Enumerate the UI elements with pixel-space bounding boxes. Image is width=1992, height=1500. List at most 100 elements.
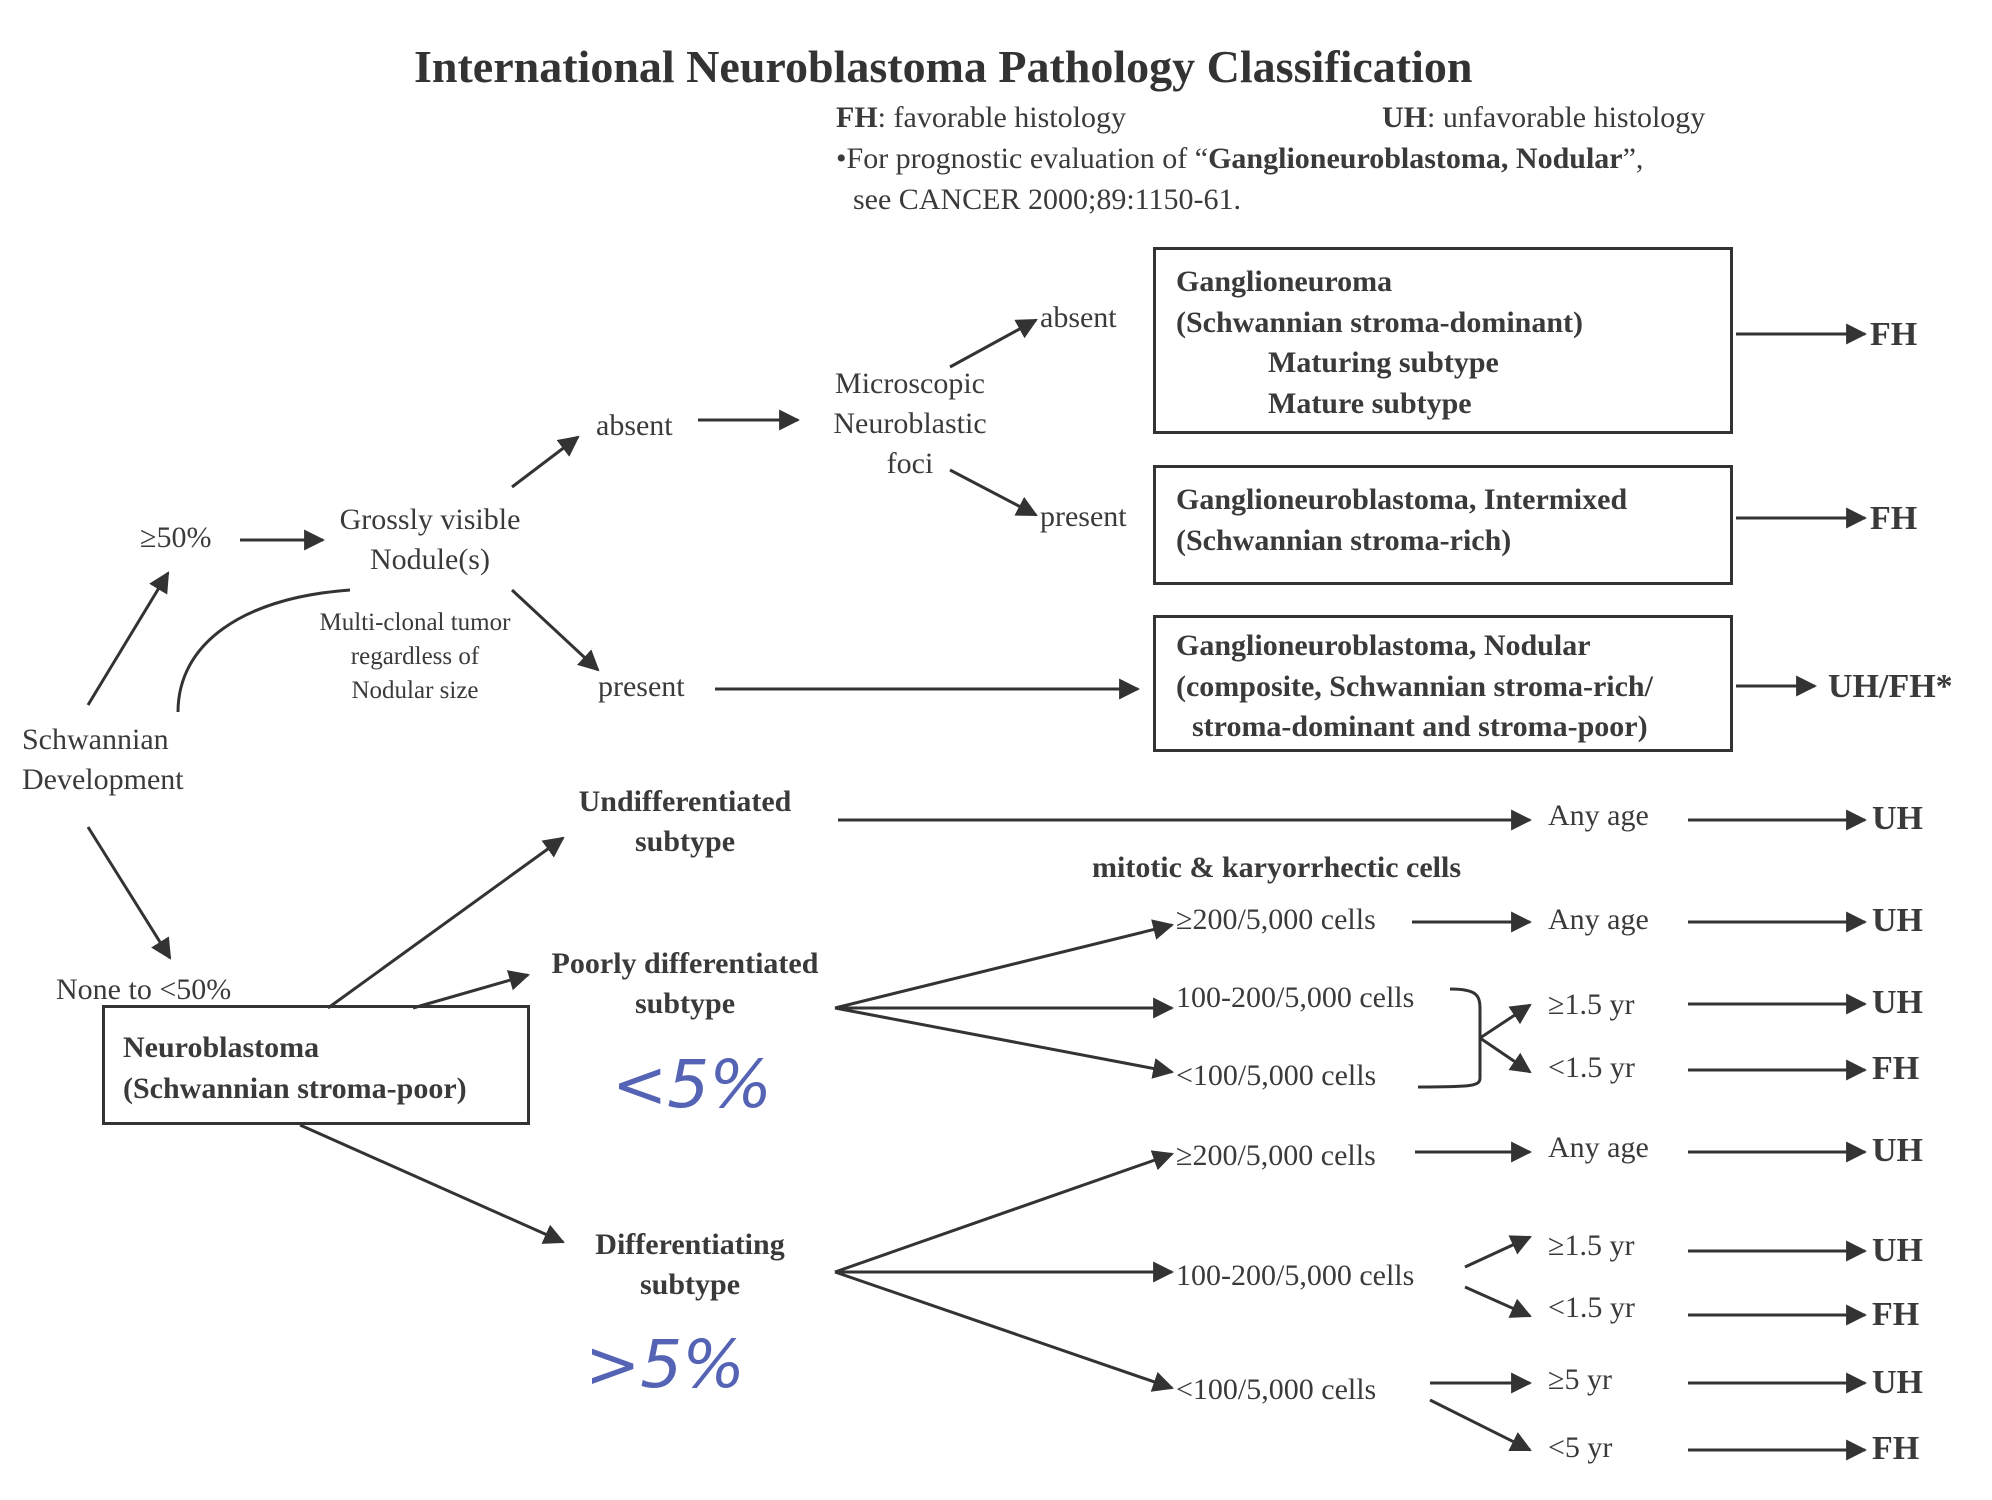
arrow-bracket-to-lt15 — [1479, 1036, 1532, 1074]
gnbn-line3: stroma-dominant and stroma-poor) — [1192, 710, 1648, 743]
box-gnb-intermixed: Ganglioneuroblastoma, Intermixed (Schwan… — [1153, 465, 1733, 585]
arrow-nb-to-undiff — [327, 836, 565, 1010]
undiff-result: UH — [1872, 800, 1923, 837]
gnbi-line2: (Schwannian stroma-rich) — [1176, 523, 1512, 557]
diff-age-low-lt: <5 yr — [1548, 1431, 1613, 1464]
diff-result-low-ge: UH — [1872, 1364, 1923, 1401]
poor-mkc-mid: 100-200/5,000 cells — [1176, 981, 1415, 1014]
micro-line2: Neuroblastic — [833, 407, 987, 440]
poor-line1: Poorly differentiated — [551, 947, 819, 980]
arrow-diff-to-high — [834, 1150, 1174, 1274]
diff-age-mid-ge: ≥1.5 yr — [1548, 1229, 1635, 1262]
arrow-diff-to-low — [834, 1270, 1174, 1392]
nodule-absent-label: absent — [596, 409, 673, 442]
nb-line2: (Schwannian stroma-poor) — [123, 1071, 467, 1105]
legend-note-suffix: ”, — [1622, 142, 1644, 175]
poor-result-ge: UH — [1872, 984, 1923, 1021]
micro-present-label: present — [1040, 500, 1127, 533]
undiff-age: Any age — [1548, 799, 1649, 832]
poor-age-high: Any age — [1548, 903, 1649, 936]
mitotic-header: mitotic & karyorrhectic cells — [1092, 851, 1462, 884]
multiclonal-curve — [176, 588, 351, 713]
legend-note-line2: see CANCER 2000;89:1150-61. — [853, 183, 1242, 216]
handwritten-note-diff: >5% — [585, 1326, 746, 1403]
box-neuroblastoma: Neuroblastoma (Schwannian stroma-poor) — [102, 1005, 530, 1125]
diff-result-mid-lt: FH — [1872, 1296, 1920, 1333]
root-line1: Schwannian — [22, 723, 169, 756]
arrow-micro-to-present — [949, 468, 1038, 517]
box-ganglioneuroma: Ganglioneuroma (Schwannian stroma-domina… — [1153, 247, 1733, 434]
legend-fh-abbr: FH — [836, 101, 878, 134]
diff-result-mid-ge: UH — [1872, 1232, 1923, 1269]
lt50-label: None to <50% — [56, 973, 232, 1006]
poor-mkc-low: <100/5,000 cells — [1176, 1059, 1377, 1092]
diff-age-high: Any age — [1548, 1131, 1649, 1164]
diff-mkc-mid: 100-200/5,000 cells — [1176, 1259, 1415, 1292]
arrow-root-to-ge50 — [86, 571, 170, 706]
gnbn-line2: (composite, Schwannian stroma-rich/ — [1176, 669, 1653, 703]
handwritten-note-poor: <5% — [612, 1046, 773, 1123]
gn-line1: Ganglioneuroma — [1176, 265, 1393, 298]
diff-line1: Differentiating — [595, 1228, 785, 1261]
poor-age-lt: <1.5 yr — [1548, 1051, 1635, 1084]
legend-uh-text: : unfavorable histology — [1427, 101, 1706, 134]
gn-line2: (Schwannian stroma-dominant) — [1176, 305, 1584, 339]
diff-age-low-ge: ≥5 yr — [1548, 1363, 1612, 1396]
multiclonal-line2: regardless of — [350, 643, 480, 670]
arrow-gross-to-present — [510, 588, 600, 672]
diff-result-high: UH — [1872, 1132, 1923, 1169]
gnbi-line1: Ganglioneuroblastoma, Intermixed — [1176, 483, 1628, 516]
multiclonal-line1: Multi-clonal tumor — [319, 609, 511, 636]
poor-bracket — [1417, 987, 1482, 1089]
arrow-micro-to-absent — [949, 318, 1038, 369]
legend-uh-abbr: UH — [1382, 101, 1427, 134]
result-gn: FH — [1870, 316, 1918, 353]
legend-note-bold: Ganglioneuroblastoma, Nodular — [1208, 142, 1623, 175]
arrow-nb-to-diff — [299, 1123, 565, 1244]
diff-mkc-high: ≥200/5,000 cells — [1176, 1139, 1376, 1172]
ge50-label: ≥50% — [140, 521, 212, 554]
arrow-poor-to-high — [834, 919, 1175, 1010]
multiclonal-line3: Nodular size — [351, 677, 479, 704]
gross-line1: Grossly visible — [339, 503, 521, 536]
arrow-poor-to-low — [834, 1006, 1175, 1079]
diff-mkc-low: <100/5,000 cells — [1176, 1373, 1377, 1406]
arrow-diff-mid-to-lt15 — [1464, 1285, 1532, 1318]
undiff-line2: subtype — [634, 825, 736, 858]
legend-note-prefix: •For prognostic evaluation of “ — [836, 142, 1209, 175]
poor-age-ge: ≥1.5 yr — [1548, 988, 1635, 1021]
nb-line1: Neuroblastoma — [123, 1031, 320, 1064]
undiff-line1: Undifferentiated — [578, 785, 792, 818]
poor-mkc-high: ≥200/5,000 cells — [1176, 903, 1376, 936]
poor-result-lt: FH — [1872, 1050, 1920, 1087]
legend-note: •For prognostic evaluation of “Ganglione… — [836, 139, 1643, 180]
legend-fh: FH: favorable histology — [836, 98, 1126, 139]
poor-line2: subtype — [634, 987, 736, 1020]
result-gnbn: UH/FH* — [1828, 668, 1953, 705]
result-gnbi: FH — [1870, 500, 1918, 537]
micro-absent-label: absent — [1040, 301, 1117, 334]
arrow-gross-to-absent — [511, 435, 580, 489]
legend-fh-text: : favorable histology — [877, 101, 1126, 134]
arrow-nb-to-poor — [412, 970, 531, 1010]
arrow-root-to-lt50 — [86, 826, 172, 960]
poor-result-high: UH — [1872, 902, 1923, 939]
page-title: International Neuroblastoma Pathology Cl… — [414, 41, 1473, 92]
gn-line4: Mature subtype — [1268, 386, 1472, 420]
gross-line2: Nodule(s) — [370, 543, 490, 576]
arrow-diff-mid-to-ge15 — [1464, 1235, 1532, 1269]
diff-age-mid-lt: <1.5 yr — [1548, 1291, 1635, 1324]
micro-line3: foci — [886, 447, 934, 480]
micro-line1: Microscopic — [835, 367, 985, 400]
root-line2: Development — [22, 763, 184, 796]
gn-line3: Maturing subtype — [1268, 346, 1499, 379]
gnbn-line1: Ganglioneuroblastoma, Nodular — [1176, 629, 1591, 662]
box-gnb-nodular: Ganglioneuroblastoma, Nodular (composite… — [1153, 615, 1733, 752]
diff-line2: subtype — [639, 1268, 741, 1301]
legend-uh: UH: unfavorable histology — [1382, 98, 1705, 139]
arrow-bracket-to-ge15 — [1479, 1003, 1532, 1040]
arrow-diff-low-to-lt5 — [1429, 1398, 1532, 1452]
nodule-present-label: present — [598, 670, 685, 703]
